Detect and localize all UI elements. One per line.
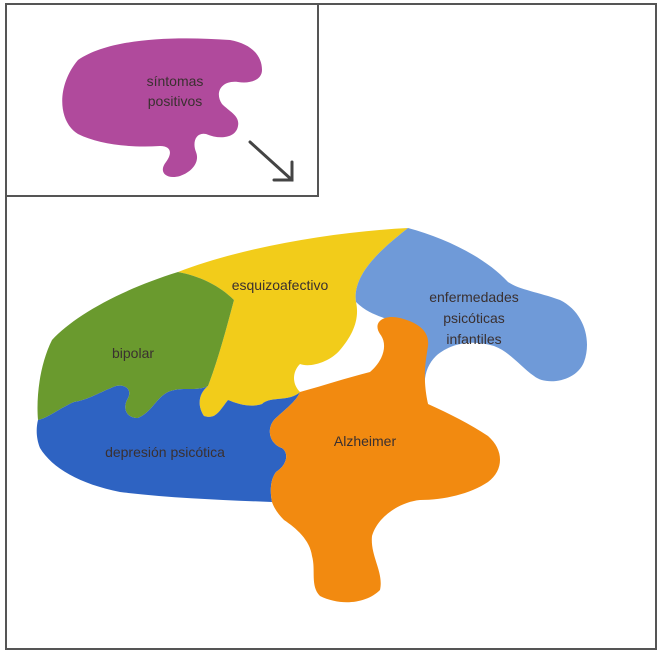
enfermedades-label-line1: enfermedades xyxy=(429,289,519,305)
depresion-label: depresión psicótica xyxy=(105,444,225,460)
arrow-down-right-icon xyxy=(250,142,292,180)
alzheimer-label: Alzheimer xyxy=(334,433,397,449)
inset-piece-sintomas-positivos: síntomas positivos xyxy=(62,38,262,177)
sintomas-label-line1: síntomas xyxy=(147,73,204,89)
enfermedades-label-line3: infantiles xyxy=(446,331,501,347)
sintomas-label-line2: positivos xyxy=(148,93,202,109)
puzzle: bipolar esquizoafectivo enfermedades psi… xyxy=(37,228,587,602)
enfermedades-label-line2: psicóticas xyxy=(443,310,504,326)
esquizoafectivo-label: esquizoafectivo xyxy=(232,277,329,293)
bipolar-label: bipolar xyxy=(112,345,154,361)
